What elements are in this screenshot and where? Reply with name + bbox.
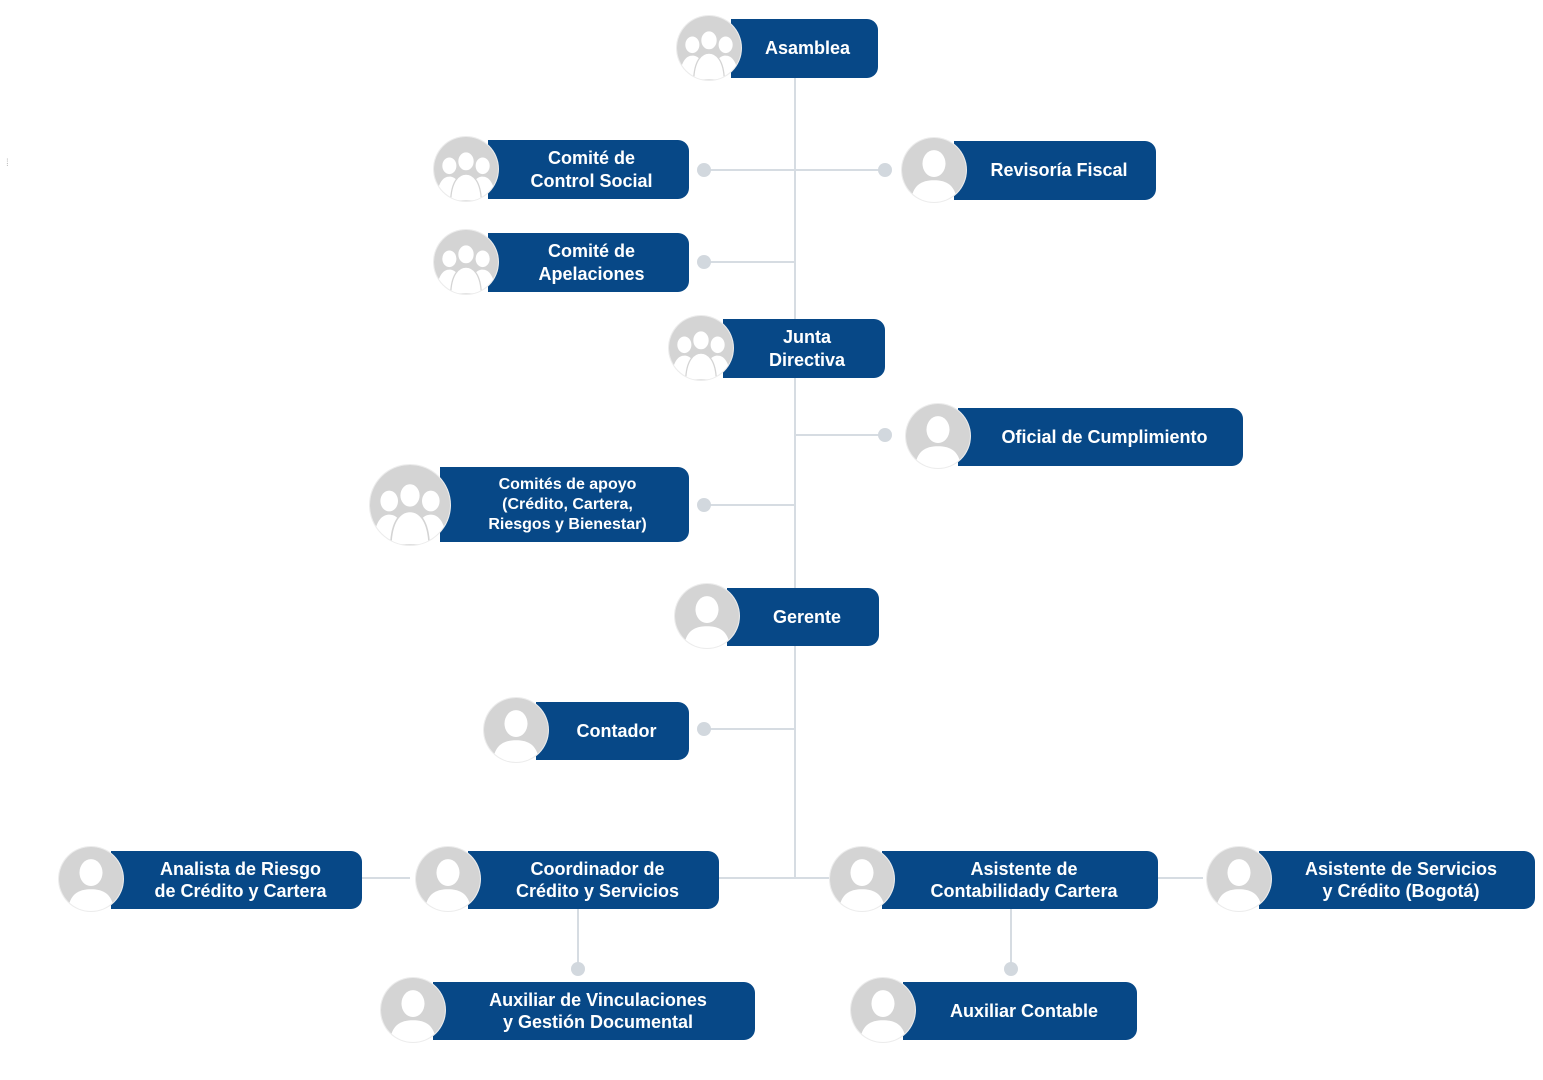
node-label: Gerente bbox=[727, 588, 879, 646]
dot-auxiliar-vinculaciones bbox=[571, 962, 585, 976]
person-icon bbox=[1207, 847, 1271, 911]
group-icon bbox=[669, 316, 733, 380]
node-label: Comités de apoyo (Crédito, Cartera, Ries… bbox=[440, 467, 689, 542]
dot-apelaciones bbox=[697, 255, 711, 269]
node-label: Asamblea bbox=[731, 19, 878, 78]
dot-oficial bbox=[878, 428, 892, 442]
person-icon bbox=[675, 584, 739, 648]
node-label: Comité de Apelaciones bbox=[488, 233, 689, 292]
dot-auxiliar-contable bbox=[1004, 962, 1018, 976]
person-icon bbox=[416, 847, 480, 911]
person-icon bbox=[906, 404, 970, 468]
person-icon bbox=[59, 847, 123, 911]
node-label: Auxiliar de Vinculaciones y Gestión Docu… bbox=[433, 982, 755, 1040]
dot-contador bbox=[697, 722, 711, 736]
node-label: Junta Directiva bbox=[723, 319, 885, 378]
edge-marker: ⁞ bbox=[6, 158, 9, 169]
group-icon bbox=[434, 137, 498, 201]
node-label: Contador bbox=[536, 702, 689, 760]
node-label: Asistente de Contabilidady Cartera bbox=[882, 851, 1158, 909]
person-icon bbox=[902, 138, 966, 202]
node-label: Analista de Riesgo de Crédito y Cartera bbox=[111, 851, 362, 909]
dot-revisoria bbox=[878, 163, 892, 177]
group-icon bbox=[434, 230, 498, 294]
group-icon bbox=[370, 465, 450, 545]
node-label: Revisoría Fiscal bbox=[954, 141, 1156, 200]
person-icon bbox=[381, 978, 445, 1042]
dot-control-social bbox=[697, 163, 711, 177]
node-label: Coordinador de Crédito y Servicios bbox=[468, 851, 719, 909]
node-label: Asistente de Servicios y Crédito (Bogotá… bbox=[1259, 851, 1535, 909]
person-icon bbox=[851, 978, 915, 1042]
node-label: Auxiliar Contable bbox=[903, 982, 1137, 1040]
dot-comites-apoyo bbox=[697, 498, 711, 512]
node-label: Comité de Control Social bbox=[488, 140, 689, 199]
group-icon bbox=[677, 16, 741, 80]
person-icon bbox=[484, 698, 548, 762]
node-label: Oficial de Cumplimiento bbox=[958, 408, 1243, 466]
person-icon bbox=[830, 847, 894, 911]
